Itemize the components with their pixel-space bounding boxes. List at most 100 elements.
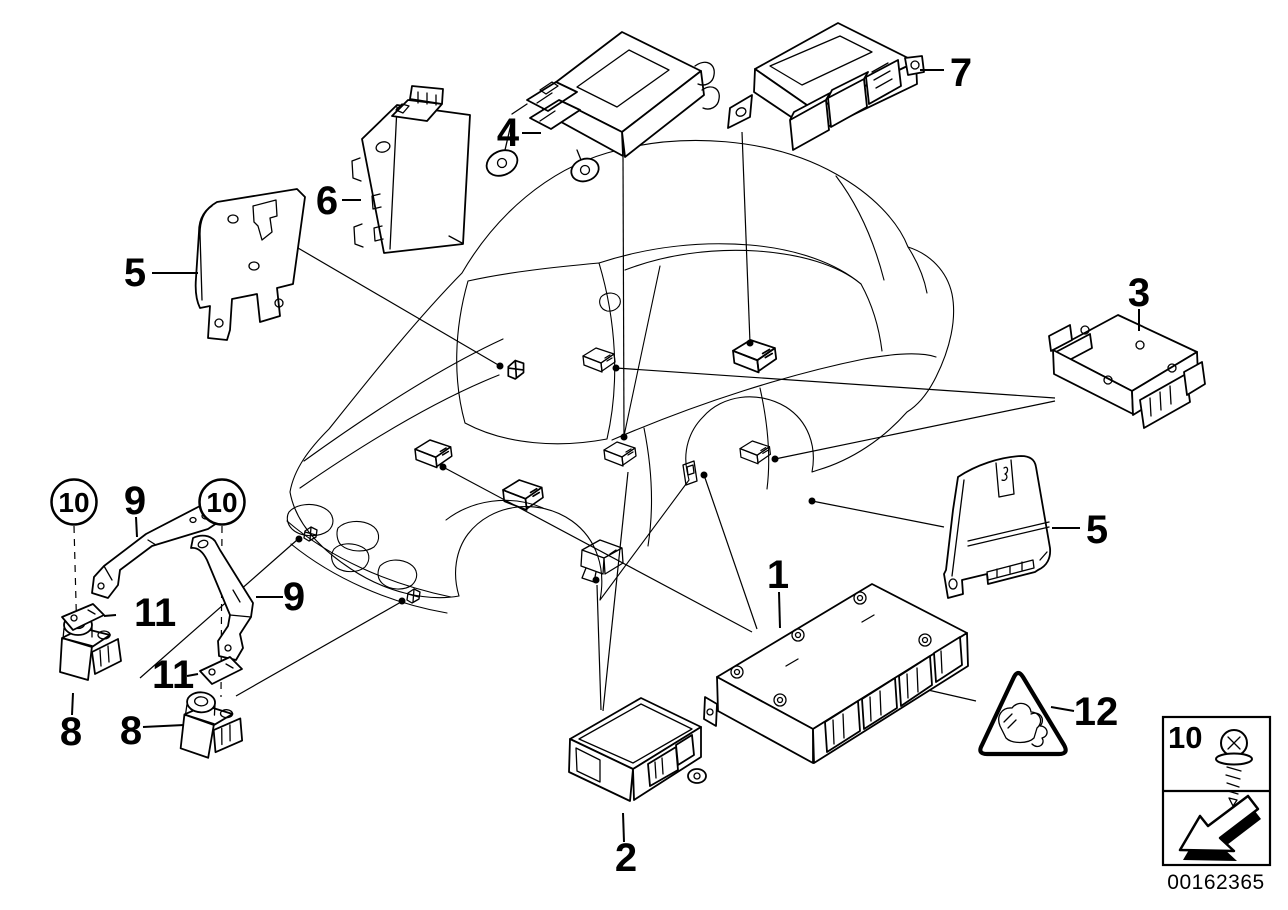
car-b-pillar (623, 265, 661, 437)
callout-labels: 5 6 4 7 3 5 1 2 12 8 8 9 9 11 11 10 (50, 51, 1150, 880)
callout-3[interactable]: 3 (1128, 271, 1150, 315)
leader-line (741, 131, 751, 344)
locator-dot (439, 463, 447, 471)
mounted-component-glyphs (303, 339, 778, 604)
callout-10-a-label: 10 (58, 487, 89, 518)
module-glyph-roof-front (582, 347, 616, 373)
callout-1[interactable]: 1 (767, 553, 789, 597)
callout-line (135, 516, 138, 538)
car-trunk-line (907, 246, 928, 294)
car-front-door-cut (643, 427, 653, 547)
legend-box: 10 (1161, 715, 1272, 867)
car-headlight-left (286, 503, 334, 537)
car-hood-crease-1 (303, 338, 504, 462)
car-glasshouse-line (624, 249, 862, 285)
diagram-number: 00162365 (1167, 871, 1264, 894)
car-kidney-grille-right (377, 559, 418, 590)
callout-11-a[interactable]: 11 (134, 591, 176, 635)
part-drawing-4 (485, 31, 720, 183)
direction-arrow-icon (1178, 794, 1261, 861)
car-bumper-line-1 (286, 520, 452, 598)
part-drawing-5-right (943, 455, 1052, 599)
locator-dot (612, 364, 620, 372)
car-hood-crease-2 (299, 374, 500, 489)
warning-triangle-icon (978, 670, 1068, 757)
car-beltline (611, 353, 937, 441)
car-silhouette (286, 139, 955, 614)
locator-dot (398, 597, 406, 605)
locator-dot (746, 339, 754, 347)
part-drawing-9-b (190, 534, 254, 661)
locator-dot (592, 576, 600, 584)
callout-6[interactable]: 6 (316, 179, 338, 223)
callout-9-b[interactable]: 9 (283, 575, 305, 619)
leader-line (811, 500, 945, 528)
locator-dot (620, 433, 628, 441)
module-glyph-rear-shelf (739, 440, 772, 465)
leader-line (596, 584, 602, 711)
locator-dots (295, 339, 816, 605)
callout-11-b[interactable]: 11 (152, 653, 194, 697)
leader-line (442, 466, 753, 633)
car-fender-line (445, 499, 544, 521)
part-drawing-5-left (194, 188, 306, 341)
callout-line (778, 591, 781, 629)
callout-line (622, 812, 625, 843)
callout-5-left[interactable]: 5 (124, 251, 146, 295)
leader-line (139, 539, 298, 679)
callout-4[interactable]: 4 (497, 111, 520, 155)
car-windshield (456, 262, 616, 445)
car-kidney-grille-left (331, 543, 370, 573)
locator-dot (808, 497, 816, 505)
car-rear-door-cut (759, 387, 770, 490)
callout-line (1050, 706, 1075, 712)
car-mirror (599, 292, 621, 312)
car-headlight-right (336, 520, 380, 552)
callout-line (142, 724, 185, 728)
part-drawing-7 (727, 22, 925, 151)
callout-2[interactable]: 2 (615, 836, 637, 880)
leader-line (703, 474, 758, 630)
part-drawing-2 (568, 697, 707, 802)
part-drawing-6 (351, 85, 471, 254)
legend-item-number: 10 (1168, 720, 1202, 755)
car-bumper-line-2 (290, 543, 448, 614)
callout-5-right[interactable]: 5 (1086, 508, 1108, 552)
car-roof-edge (598, 243, 862, 285)
callout-10-circled-b[interactable]: 10 (198, 478, 246, 526)
flat-part-glyph-rear-door (682, 460, 698, 486)
sensor-glyph-a-pillar (505, 358, 527, 381)
leader-line (602, 471, 629, 712)
leader-line (235, 601, 402, 697)
callout-8-a[interactable]: 8 (60, 710, 82, 754)
callout-line (103, 614, 117, 617)
callout-line (71, 692, 74, 716)
locator-dot (700, 471, 708, 479)
callout-8-b[interactable]: 8 (120, 709, 142, 753)
module-glyph-front-door (414, 439, 453, 469)
car-rear-window-line (835, 175, 885, 281)
callout-10-circled-a[interactable]: 10 (50, 478, 98, 526)
callout-12[interactable]: 12 (1074, 690, 1119, 734)
part-drawing-3 (1048, 314, 1206, 429)
locator-dot (771, 455, 779, 463)
part-drawing-11-b (199, 656, 243, 685)
part-drawing-9-a (91, 505, 220, 599)
callout-9-a[interactable]: 9 (124, 479, 146, 523)
screw-icon (1215, 729, 1253, 807)
car-c-pillar (860, 283, 883, 352)
module-glyph-seat (580, 539, 624, 583)
callout-line (186, 673, 199, 677)
part-drawing-1 (703, 583, 969, 764)
leader-line (622, 154, 625, 438)
locator-dot (295, 535, 303, 543)
part-drawing-8-b (179, 691, 244, 759)
leader-line (774, 400, 1056, 460)
callout-10-b-label: 10 (206, 487, 237, 518)
module-glyph-b-pillar (603, 441, 637, 467)
leader-line (615, 367, 1056, 399)
callout-7[interactable]: 7 (950, 51, 972, 95)
leader-line (297, 247, 501, 367)
